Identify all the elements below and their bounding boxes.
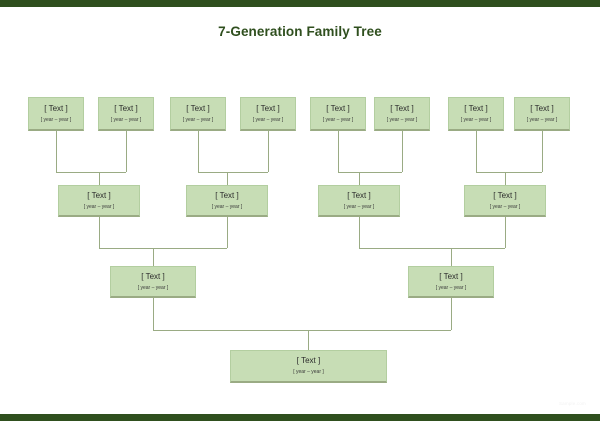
person-name: [ Text ] bbox=[493, 190, 517, 200]
person-name: [ Text ] bbox=[256, 103, 280, 113]
person-node-g1-5[interactable]: [ Text ] [ year – year ] bbox=[310, 97, 366, 131]
connector-drop-gen1_to_gen2-0-0 bbox=[56, 131, 57, 172]
person-name: [ Text ] bbox=[141, 271, 165, 281]
connector-child-gen1_to_gen2-3 bbox=[505, 172, 506, 185]
person-years: [ year – year ] bbox=[110, 116, 142, 123]
connector-child-gen1_to_gen2-0 bbox=[99, 172, 100, 185]
person-node-g2-4[interactable]: [ Text ] [ year – year ] bbox=[464, 185, 546, 217]
person-years: [ year – year ] bbox=[211, 203, 243, 210]
person-name: [ Text ] bbox=[326, 103, 350, 113]
connector-bus-gen2_to_gen3-0 bbox=[99, 248, 227, 249]
connector-drop-gen2_to_gen3-0-0 bbox=[99, 217, 100, 248]
person-name: [ Text ] bbox=[186, 103, 210, 113]
person-name: [ Text ] bbox=[390, 103, 414, 113]
person-years: [ year – year ] bbox=[182, 116, 214, 123]
connector-drop-gen2_to_gen3-1-0 bbox=[359, 217, 360, 248]
person-node-g1-1[interactable]: [ Text ] [ year – year ] bbox=[28, 97, 84, 131]
person-node-g2-2[interactable]: [ Text ] [ year – year ] bbox=[186, 185, 268, 217]
connector-bus-gen1_to_gen2-1 bbox=[198, 172, 268, 173]
person-name: [ Text ] bbox=[87, 190, 111, 200]
connector-drop-gen1_to_gen2-2-1 bbox=[402, 131, 403, 172]
connector-drop-gen1_to_gen2-3-1 bbox=[542, 131, 543, 172]
person-name: [ Text ] bbox=[530, 103, 554, 113]
connector-drop-gen1_to_gen2-1-0 bbox=[198, 131, 199, 172]
person-name: [ Text ] bbox=[439, 271, 463, 281]
watermark-text: Sample.com bbox=[558, 401, 586, 406]
connector-drop-gen3_to_gen4-0-0 bbox=[153, 298, 154, 330]
person-name: [ Text ] bbox=[296, 356, 321, 365]
connector-bus-gen1_to_gen2-0 bbox=[56, 172, 126, 173]
connector-child-gen2_to_gen3-1 bbox=[451, 248, 452, 266]
person-years: [ year – year ] bbox=[526, 116, 558, 123]
connector-child-gen3_to_gen4-0 bbox=[308, 330, 309, 350]
person-node-g2-3[interactable]: [ Text ] [ year – year ] bbox=[318, 185, 400, 217]
person-name: [ Text ] bbox=[464, 103, 488, 113]
person-years: [ year – year ] bbox=[322, 116, 354, 123]
person-years: [ year – year ] bbox=[343, 203, 375, 210]
person-node-g1-4[interactable]: [ Text ] [ year – year ] bbox=[240, 97, 296, 131]
connector-child-gen2_to_gen3-0 bbox=[153, 248, 154, 266]
connector-drop-gen2_to_gen3-0-1 bbox=[227, 217, 228, 248]
connector-drop-gen1_to_gen2-0-1 bbox=[126, 131, 127, 172]
person-name: [ Text ] bbox=[44, 103, 68, 113]
person-years: [ year – year ] bbox=[386, 116, 418, 123]
person-years: [ year – year ] bbox=[460, 116, 492, 123]
person-name: [ Text ] bbox=[347, 190, 371, 200]
person-node-g1-8[interactable]: [ Text ] [ year – year ] bbox=[514, 97, 570, 131]
person-years: [ year – year ] bbox=[252, 116, 284, 123]
person-years: [ year – year ] bbox=[489, 203, 521, 210]
person-name: [ Text ] bbox=[114, 103, 138, 113]
person-years: [ year – year ] bbox=[40, 116, 72, 123]
connector-drop-gen1_to_gen2-2-0 bbox=[338, 131, 339, 172]
connector-drop-gen1_to_gen2-3-0 bbox=[476, 131, 477, 172]
person-node-g3-2[interactable]: [ Text ] [ year – year ] bbox=[408, 266, 494, 298]
connector-bus-gen2_to_gen3-1 bbox=[359, 248, 505, 249]
person-node-g1-3[interactable]: [ Text ] [ year – year ] bbox=[170, 97, 226, 131]
person-years: [ year – year ] bbox=[293, 369, 324, 375]
connector-drop-gen3_to_gen4-0-1 bbox=[451, 298, 452, 330]
header-accent-bar bbox=[0, 0, 600, 7]
person-node-g1-2[interactable]: [ Text ] [ year – year ] bbox=[98, 97, 154, 131]
person-node-g1-7[interactable]: [ Text ] [ year – year ] bbox=[448, 97, 504, 131]
connector-bus-gen1_to_gen2-2 bbox=[338, 172, 402, 173]
footer-accent-bar bbox=[0, 414, 600, 421]
connector-bus-gen3_to_gen4-0 bbox=[153, 330, 451, 331]
person-years: [ year – year ] bbox=[83, 203, 115, 210]
person-years: [ year – year ] bbox=[435, 284, 467, 291]
person-node-g1-6[interactable]: [ Text ] [ year – year ] bbox=[374, 97, 430, 131]
connector-bus-gen1_to_gen2-3 bbox=[476, 172, 542, 173]
connector-drop-gen2_to_gen3-1-1 bbox=[505, 217, 506, 248]
connector-drop-gen1_to_gen2-1-1 bbox=[268, 131, 269, 172]
person-node-g2-1[interactable]: [ Text ] [ year – year ] bbox=[58, 185, 140, 217]
connector-child-gen1_to_gen2-1 bbox=[227, 172, 228, 185]
connector-child-gen1_to_gen2-2 bbox=[359, 172, 360, 185]
person-node-g4-1[interactable]: [ Text ] [ year – year ] bbox=[230, 350, 387, 383]
person-name: [ Text ] bbox=[215, 190, 239, 200]
page-title: 7-Generation Family Tree bbox=[218, 24, 382, 39]
person-node-g3-1[interactable]: [ Text ] [ year – year ] bbox=[110, 266, 196, 298]
person-years: [ year – year ] bbox=[137, 284, 169, 291]
